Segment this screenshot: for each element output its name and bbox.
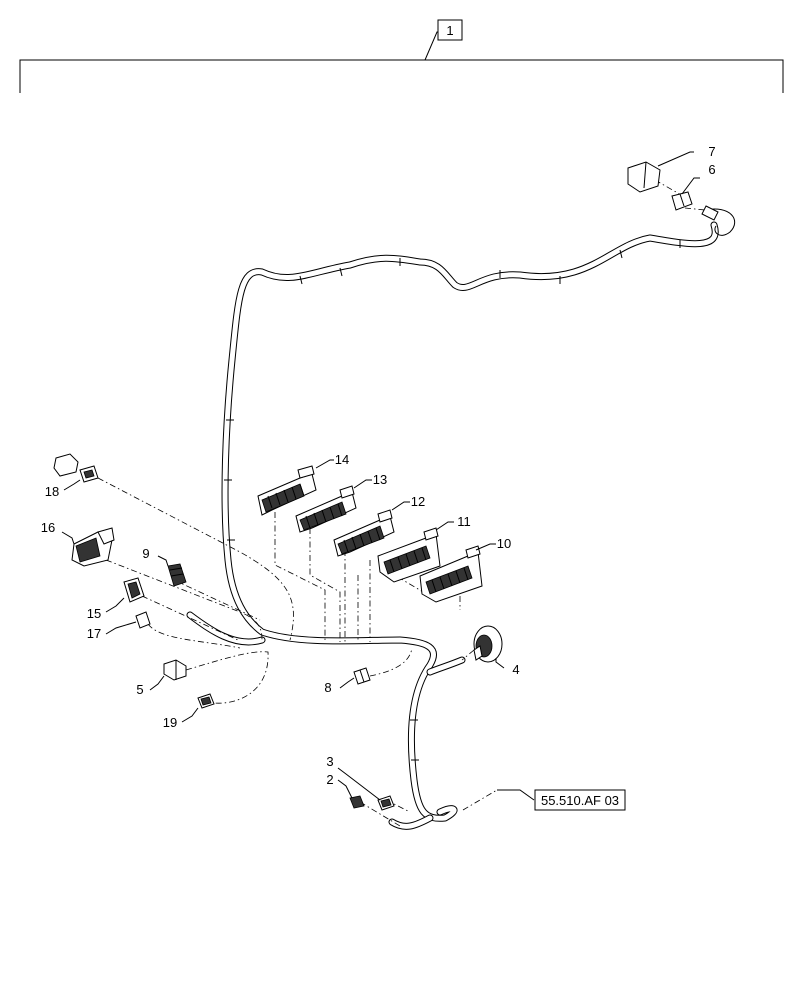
reference-label: 55.510.AF 03 [541, 793, 619, 808]
callout-4: 4 [512, 662, 519, 677]
connector-7 [627, 161, 661, 193]
callout-8: 8 [324, 680, 331, 695]
callout-7: 7 [708, 144, 715, 159]
connector-13 [295, 485, 357, 533]
connector-3 [377, 795, 395, 811]
callout-6: 6 [708, 162, 715, 177]
callout-9: 9 [142, 546, 149, 561]
callout-numbers: 14 13 12 11 10 18 16 9 15 17 5 19 8 4 3 … [41, 144, 716, 787]
connector-2 [349, 795, 365, 809]
connector-4 [473, 625, 503, 663]
connector-17 [135, 611, 151, 629]
connector-19 [197, 693, 215, 709]
connector-18 [53, 453, 99, 483]
connector-10 [419, 545, 483, 603]
assembly-callout-box [437, 19, 463, 41]
assembly-bracket: 1 [19, 19, 784, 93]
connector-5 [163, 659, 187, 681]
callout-14: 14 [335, 452, 349, 467]
connector-9 [167, 563, 187, 587]
main-harness [186, 205, 736, 830]
connector-6 [671, 191, 693, 211]
callout-19: 19 [163, 715, 177, 730]
connector-14 [257, 465, 317, 516]
callout-10: 10 [497, 536, 511, 551]
callout-2: 2 [326, 772, 333, 787]
callout-12: 12 [411, 494, 425, 509]
callout-5: 5 [136, 682, 143, 697]
callout-3: 3 [326, 754, 333, 769]
callout-15: 15 [87, 606, 101, 621]
callout-16: 16 [41, 520, 55, 535]
callout-leaders [61, 151, 700, 801]
connector-16 [71, 527, 115, 567]
connector-12 [333, 509, 395, 557]
connector-11 [377, 527, 441, 583]
connector-15 [123, 577, 145, 603]
callout-11: 11 [457, 514, 471, 529]
callout-13: 13 [373, 472, 387, 487]
assembly-callout: 1 [446, 23, 453, 38]
callout-18: 18 [45, 484, 59, 499]
reference-box: 55.510.AF 03 [534, 789, 626, 811]
connector-8 [353, 667, 371, 685]
routing-lines [97, 179, 706, 827]
callout-17: 17 [87, 626, 101, 641]
